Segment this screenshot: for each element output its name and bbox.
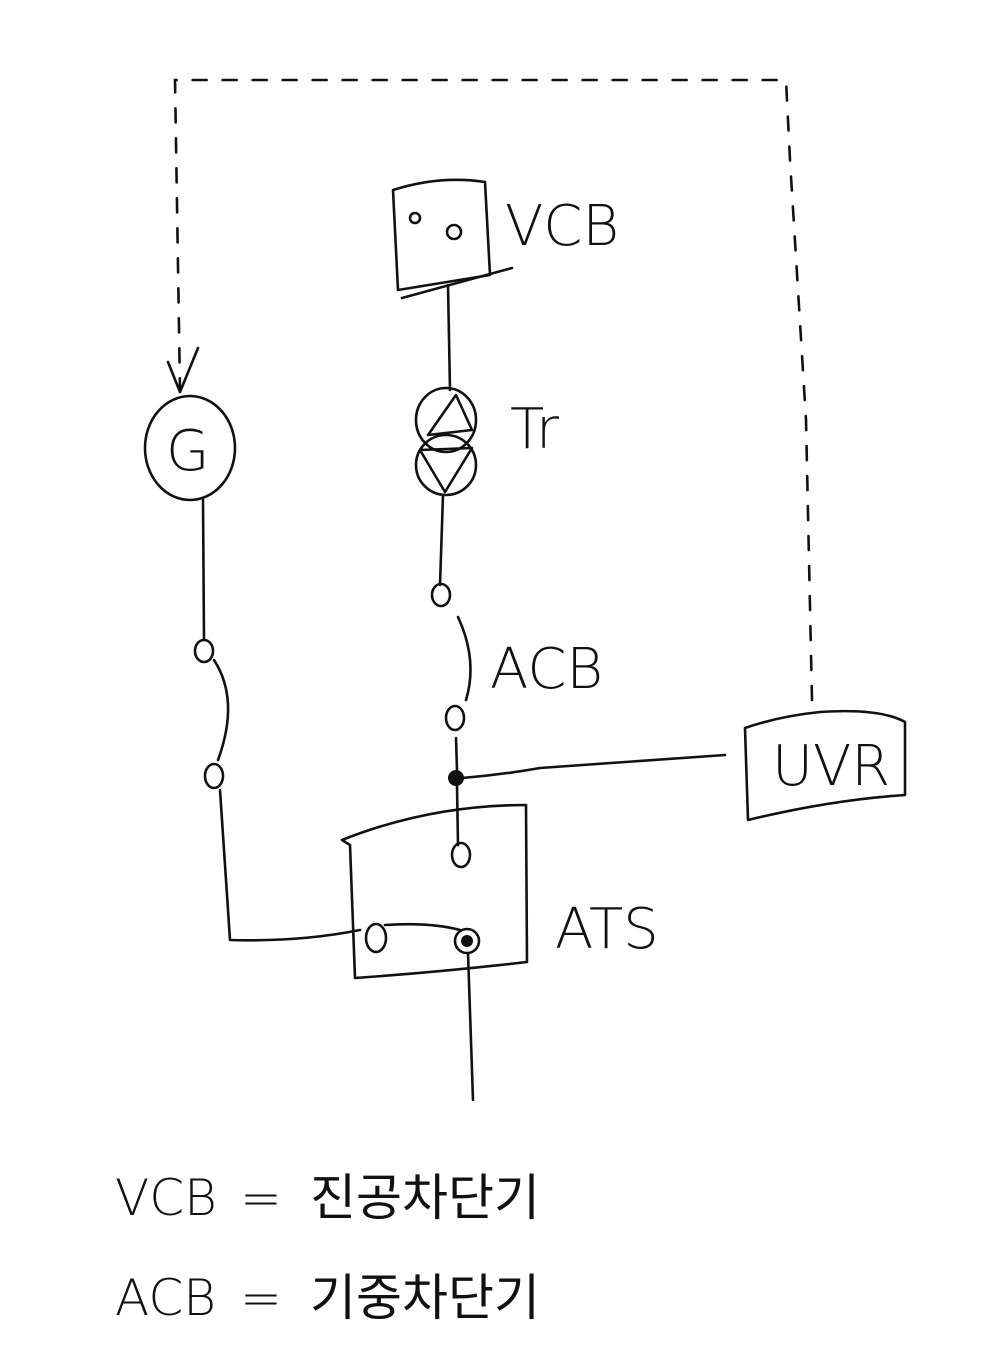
legend-meaning-acb: 기중차단기 [310, 1269, 540, 1327]
generator-symbol [143, 394, 237, 502]
generator-to-breaker-wire [201, 498, 206, 642]
acb-symbol [430, 582, 472, 732]
vcb-to-transformer-wire [446, 283, 452, 392]
transformer-label: Tr [510, 397, 559, 462]
uvr-symbol [743, 709, 907, 822]
legend-equals-acb: = [240, 1269, 282, 1327]
junction-to-ats-wire [455, 784, 460, 847]
acb-to-junction-wire [454, 736, 459, 772]
junction-to-uvr-wire [460, 753, 727, 780]
legend-meaning-vcb: 진공차단기 [310, 1169, 540, 1227]
transformer-symbol [414, 386, 478, 497]
legend-abbr-vcb: VCB [115, 1169, 217, 1227]
legend-equals-vcb: = [240, 1169, 282, 1227]
legend-row-acb: ACB = 기중차단기 [115, 1269, 540, 1327]
ats-symbol [340, 803, 529, 980]
uvr-to-generator-control-dashed-line [173, 78, 814, 702]
ats-label: ATS [555, 897, 659, 962]
generator-label: G [166, 419, 209, 484]
generator-to-ats-wire [218, 788, 362, 942]
vcb-label: VCB [505, 194, 619, 259]
generator-breaker-symbol [193, 638, 230, 790]
dashed-arrowhead-icon [166, 346, 200, 394]
transformer-to-acb-wire [438, 493, 445, 587]
legend-abbr-acb: ACB [115, 1269, 216, 1327]
legend-row-vcb: VCB = 진공차단기 [115, 1169, 540, 1227]
junction-dot [448, 770, 464, 786]
acb-label: ACB [490, 637, 603, 702]
uvr-label: UVR [772, 734, 890, 799]
ats-to-load-wire [466, 951, 475, 1102]
vcb-symbol [391, 178, 514, 300]
